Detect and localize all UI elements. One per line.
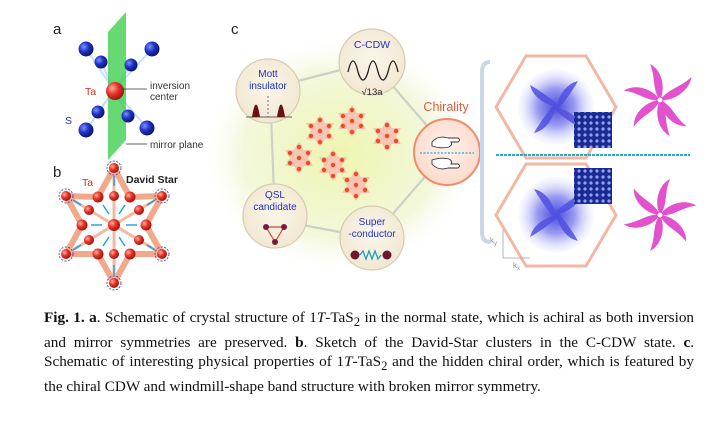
panel-b: b Ta David Star (53, 160, 178, 291)
mott-label-1: Mott (258, 69, 278, 80)
cooper-pair-spring-icon (359, 249, 382, 261)
kx-label: kx (513, 261, 520, 272)
caption-a-text-3: in the normal state, which is achiral as… (44, 309, 695, 351)
mott-node: Mott insulator (235, 58, 301, 124)
david-star-cluster (58, 160, 170, 291)
chirality-ring (413, 118, 481, 186)
caption-c-text-2: -TaS (352, 353, 382, 371)
super-label-2: -conductor (348, 229, 396, 240)
windmill-lower-icon (623, 179, 697, 251)
band-structure-upper (494, 54, 618, 160)
left-hand-icon (431, 157, 460, 170)
panel-c: c (200, 21, 697, 275)
s-atom (94, 55, 108, 69)
caption-sub: 2 (353, 315, 361, 330)
s-atom (139, 120, 155, 136)
super-label-1: Super (359, 217, 386, 228)
s-label: S (65, 115, 72, 127)
ta-label: Ta (82, 177, 93, 189)
s-atom (78, 41, 94, 57)
qsl-label-2: candidate (253, 202, 297, 213)
caption-a-text-1: . Schematic of crystal structure of 1 (96, 309, 317, 326)
panel-c-label: c (231, 21, 239, 38)
figure-panel: a Ta S inversion center mirror plane b (53, 12, 697, 291)
inversion-label-1: inversion (150, 81, 190, 92)
caption-b-text: . Sketch of the David-Star clusters in t… (303, 333, 684, 351)
k-axes: ky kx (490, 230, 530, 272)
s-atom (78, 122, 94, 138)
figure-caption: Fig. 1. a. Schematic of crystal structur… (44, 308, 694, 396)
caption-b-label: b (295, 333, 304, 351)
chirality-node: Chirality (413, 100, 481, 186)
s-atom (91, 105, 105, 119)
ccdw-formula: √13a (361, 87, 383, 98)
caption-c-text-3: and the hidden chiral order, which is fe… (44, 353, 694, 395)
cdw-clusters (285, 105, 401, 201)
caption-t: T (344, 353, 353, 371)
right-hand-icon (431, 136, 460, 149)
david-star-title: David Star (126, 174, 178, 186)
caption-sub: 2 (381, 359, 388, 374)
inversion-label-2: center (150, 92, 178, 103)
s-atom (121, 109, 135, 123)
qsl-node: QSL candidate (242, 183, 308, 249)
mirror-plane-label: mirror plane (150, 140, 204, 151)
bracket (480, 60, 491, 244)
frustrated-triangle-icon (264, 226, 286, 244)
panel-b-label: b (53, 164, 61, 181)
stm-lattice-inset (574, 112, 612, 148)
superconductor-node: Super -conductor (339, 205, 405, 271)
ky-label: ky (490, 236, 497, 247)
caption-a-label: a (89, 309, 97, 326)
mott-label-2: insulator (249, 81, 287, 92)
ta-atom (106, 82, 124, 100)
panel-a: a Ta S inversion center mirror plane (53, 12, 204, 160)
band-structure-lower (494, 162, 618, 268)
s-atom (144, 41, 160, 57)
mott-peak-upper (277, 104, 285, 117)
ta-label: Ta (85, 86, 96, 98)
caption-c-text-1: . Schematic of interesting physical prop… (44, 333, 694, 371)
caption-t: T (316, 309, 326, 326)
caption-c-label: c (683, 333, 691, 351)
cdw-wave-icon (347, 60, 399, 81)
s-atom (124, 58, 138, 72)
ccdw-label: C-CDW (354, 39, 390, 51)
chirality-label: Chirality (423, 100, 469, 114)
caption-fig-label: Fig. 1. (44, 309, 85, 326)
electron-right (382, 250, 392, 260)
ccdw-node: C-CDW √13a (338, 28, 406, 98)
mott-peak-lower (252, 104, 260, 117)
panel-a-label: a (53, 21, 62, 38)
caption-a-text-2: -TaS (325, 309, 354, 326)
qsl-label-1: QSL (265, 190, 285, 201)
stm-lattice-inset (574, 168, 612, 204)
windmill-upper-icon (623, 64, 692, 136)
electron-left (350, 250, 360, 260)
